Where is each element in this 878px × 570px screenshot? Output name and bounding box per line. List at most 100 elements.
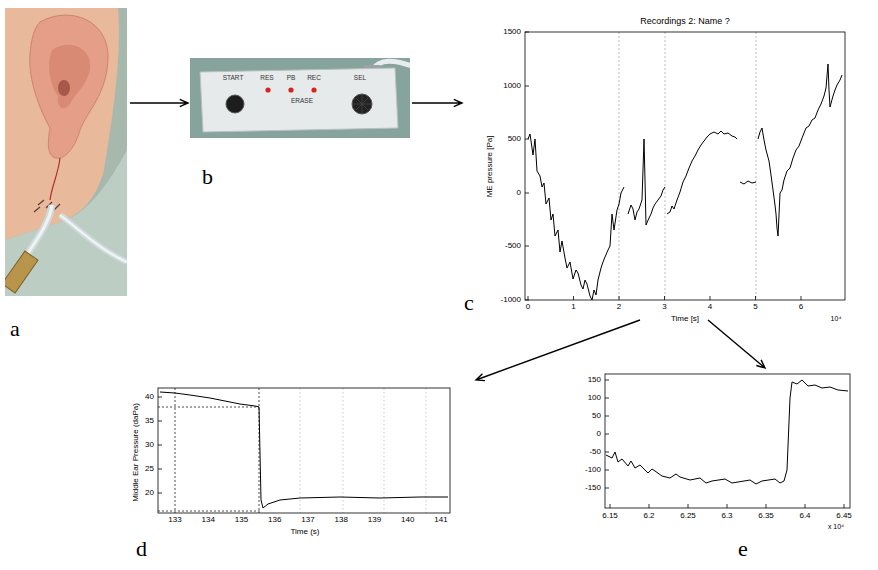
tick-label: 134 (202, 516, 215, 525)
ear-photo-part (34, 200, 60, 212)
tick-label: 140 (401, 516, 414, 525)
zoom-chart-d-part (158, 397, 162, 493)
tick-label: -100 (585, 466, 601, 475)
button-label: PB (287, 74, 296, 81)
tick-label: 6.45 (836, 512, 852, 521)
tick-label: 6.25 (680, 512, 696, 521)
panel-letter: e (738, 538, 748, 560)
button-label: START (223, 74, 244, 81)
recorder-photo-part (352, 94, 372, 114)
tick-label: 20 (145, 489, 154, 498)
panel-letter: c (464, 292, 474, 314)
tick-label: 500 (508, 135, 521, 144)
tick-label: 5 (753, 303, 757, 312)
recorder-photo-part (353, 95, 371, 113)
axis-multiplier: x 10⁴ (828, 523, 844, 531)
button-label: SEL (354, 74, 366, 81)
ear-photo-part (50, 158, 60, 200)
zoom-chart-e (605, 374, 850, 508)
tick-label: 1 (571, 303, 575, 312)
pressure-chart-part (619, 32, 756, 300)
arrow-connector (412, 99, 462, 106)
tick-label: 6.4 (799, 512, 810, 521)
ear-photo-part (49, 45, 90, 108)
pressure-chart-part-part (758, 64, 842, 236)
figure-panel: a (4, 6, 130, 346)
arrow-connector (476, 320, 640, 381)
tick-label: 3 (662, 303, 666, 312)
tick-label: 138 (335, 516, 348, 525)
tick-label: -500 (505, 242, 521, 251)
tick-label: 4 (708, 303, 712, 312)
zoom-chart-e-part (606, 380, 848, 484)
zoom-chart-e-part (605, 380, 844, 508)
panel-letter: a (10, 318, 20, 340)
axis-multiplier: 10⁴ (831, 315, 842, 323)
tick-label: 136 (268, 516, 281, 525)
tick-label: 6.3 (721, 512, 732, 521)
ear-photo-part (58, 80, 70, 96)
recorder-photo-part (311, 87, 316, 92)
ear-photo-part (5, 251, 38, 293)
button-label: REC (307, 74, 321, 81)
tick-label: -150 (585, 484, 601, 493)
tick-label: 35 (145, 417, 154, 426)
figure-panel: b (188, 56, 412, 192)
ear-photo-part (30, 15, 108, 158)
tick-label: 0 (597, 430, 601, 439)
tick-label: 1500 (503, 28, 521, 37)
tick-label: 30 (145, 441, 154, 450)
axis-title: ME pressure [Pa] (486, 135, 495, 197)
tick-label: 150 (588, 376, 601, 385)
button-label: ERASE (291, 97, 313, 104)
tick-label: 25 (145, 465, 154, 474)
pressure-chart-part (525, 32, 801, 300)
pressure-chart-part (525, 32, 845, 300)
recorder-photo (190, 58, 410, 138)
arrow-connector (708, 320, 765, 368)
recorder-photo-part (190, 58, 410, 138)
ear-photo-part (60, 215, 127, 262)
pressure-chart-part (528, 64, 842, 300)
recorder-photo-part (226, 95, 244, 113)
tick-label: 0 (517, 189, 521, 198)
recorder-photo-part (265, 87, 270, 92)
zoom-chart-e-part (605, 374, 850, 508)
ear-photo (5, 8, 127, 296)
axis-title: Middle Ear Pressure (daPa) (132, 403, 141, 502)
tick-label: 1000 (503, 82, 521, 91)
tick-label: 2 (617, 303, 621, 312)
pressure-chart-part-part (740, 181, 756, 184)
pressure-chart-part-part (667, 131, 737, 214)
tick-label: 0 (526, 303, 530, 312)
tick-label: 100 (588, 394, 601, 403)
tick-label: 40 (145, 393, 154, 402)
tick-label: 6.2 (643, 512, 654, 521)
tick-label: 50 (592, 412, 601, 421)
tick-label: 139 (368, 516, 381, 525)
recorder-photo-part (200, 68, 398, 132)
pressure-chart-part-part (528, 134, 624, 300)
pressure-chart (525, 32, 845, 300)
panel-letter: b (202, 166, 213, 188)
zoom-chart-d (158, 388, 450, 513)
axis-title: Time [s] (671, 315, 699, 324)
tick-label: 133 (168, 516, 181, 525)
zoom-chart-d-part (300, 388, 426, 513)
zoom-chart-d-part (158, 388, 262, 513)
tick-label: 137 (301, 516, 314, 525)
figure-panel: e (592, 368, 858, 562)
figure-panel: c (462, 10, 852, 320)
tick-label: -1000 (501, 296, 521, 305)
button-label: RES (260, 74, 273, 81)
chart-title: Recordings 2: Name ? (640, 17, 730, 27)
panel-letter: d (136, 538, 147, 560)
zoom-chart-d-part (160, 392, 448, 508)
tick-label: -50 (589, 448, 601, 457)
arrow-connector (130, 99, 188, 106)
ear-photo-part (60, 215, 127, 262)
tick-label: 6.15 (602, 512, 618, 521)
pressure-chart-part-part (628, 139, 665, 225)
tick-label: 135 (235, 516, 248, 525)
